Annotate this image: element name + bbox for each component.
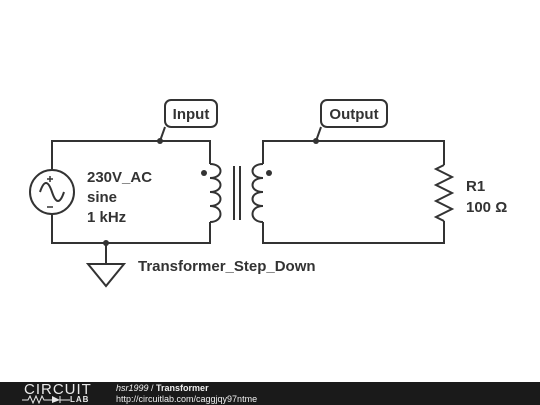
secondary-polarity-dot — [266, 170, 272, 176]
circuit-url-link[interactable]: http://circuitlab.com/caggjqy97ntme — [116, 394, 258, 404]
ground-node-dot — [103, 240, 109, 246]
primary-top-wire — [51, 140, 211, 170]
credit-line: hsr1999 / Transformer — [116, 383, 209, 394]
circuitlab-logo: CIRCUIT — [24, 381, 92, 398]
logo-wire-icon — [22, 395, 70, 404]
circuitlab-logo-lab: LAB — [70, 395, 90, 404]
footer-bar: CIRCUIT LAB hsr1999 / Transformer http:/… — [0, 382, 540, 405]
output-label: Output — [329, 106, 378, 123]
sine-wave-icon — [39, 182, 65, 202]
transformer-label: Transformer_Step_Down — [138, 258, 316, 275]
source-waveform-label: sine — [87, 189, 117, 206]
ground-icon — [85, 263, 127, 288]
secondary-coil — [251, 163, 264, 223]
source-frequency-label: 1 kHz — [87, 209, 126, 226]
output-node-dot — [313, 138, 319, 144]
output-label-box — [320, 99, 388, 128]
input-node-dot — [157, 138, 163, 144]
secondary-top-wire — [262, 140, 445, 165]
resistor-value: 100 Ω — [466, 199, 507, 216]
credit-separator: / — [148, 383, 157, 393]
resistor-name: R1 — [466, 178, 485, 195]
author-link[interactable]: hsr1999 — [116, 383, 149, 393]
resistor-symbol — [433, 164, 455, 222]
primary-coil — [209, 163, 222, 223]
primary-polarity-dot — [201, 170, 207, 176]
source-voltage-label: 230V_AC — [87, 169, 152, 186]
primary-bottom-wire — [51, 214, 211, 244]
circuit-schematic: Input Output 230V_AC sine 1 kHz R1 100 Ω… — [29, 99, 507, 288]
ac-source-symbol — [29, 169, 75, 215]
input-label-box — [164, 99, 218, 128]
secondary-bottom-wire — [262, 221, 445, 244]
input-label: Input — [173, 106, 210, 123]
circuit-title: Transformer — [156, 383, 209, 393]
